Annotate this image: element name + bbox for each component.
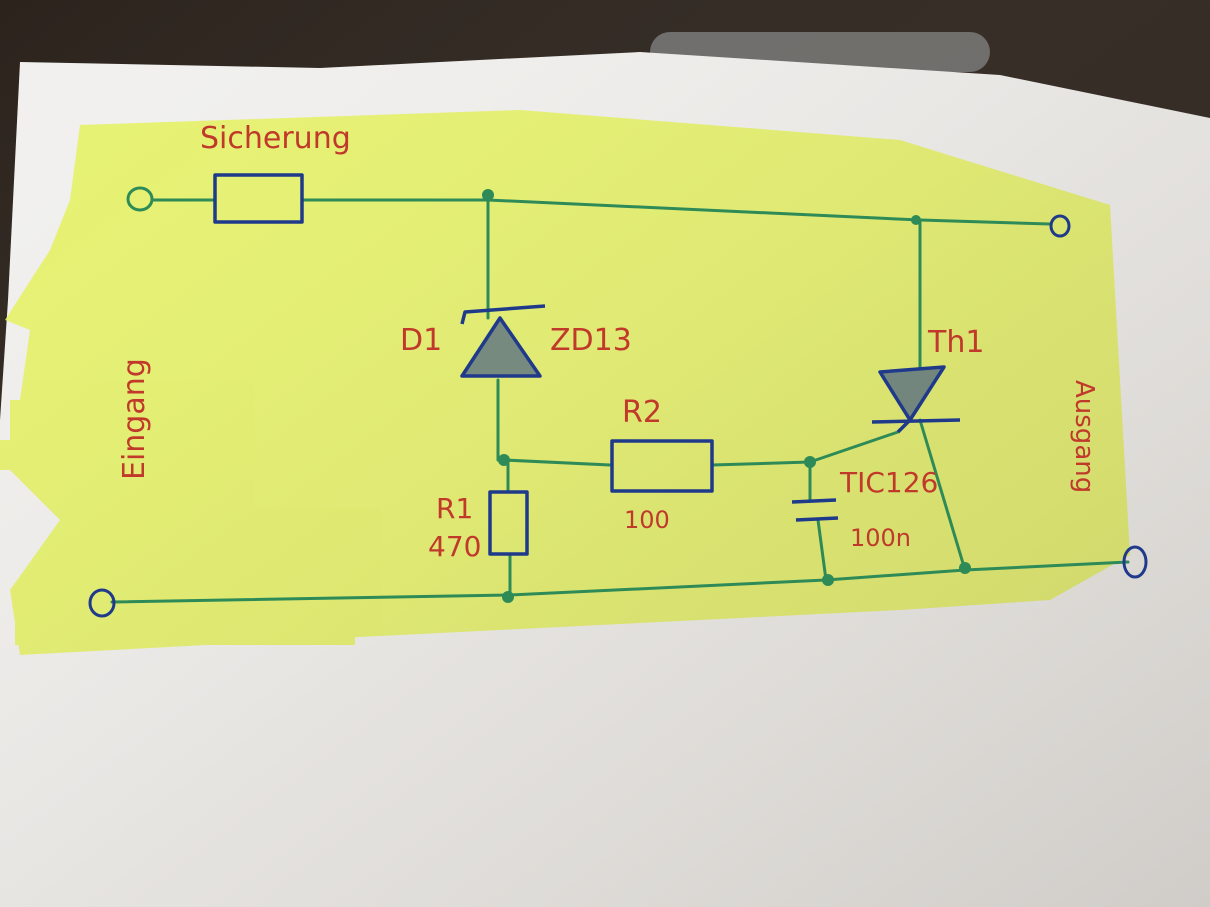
wire-thyristor-bottom [918,418,967,572]
thyristor-symbol [871,365,961,434]
label-fuse: Sicherung [200,121,351,156]
junction-dot [482,189,494,201]
junctions [482,189,971,603]
wire-top-rail [300,198,1052,226]
output-terminal-top [1049,214,1071,238]
input-terminal-top [126,186,154,212]
wire-capacitor-bottom [816,518,828,582]
terminals [88,186,1148,618]
junction-dot [804,456,816,468]
label-r1-value: 470 [428,530,481,563]
label-r2-value: 100 [624,506,670,534]
wire-node-r2 [502,458,612,467]
output-terminal-bottom [1122,545,1148,579]
label-r2-name: R2 [622,395,662,430]
r1-symbol [488,490,529,556]
label-input: Eingang [117,358,152,480]
junction-dot [822,574,834,586]
junction-dot [911,215,921,225]
junction-dot [502,591,514,603]
labels: Sicherung Eingang Ausgang D1 ZD13 R1 470… [117,121,1099,563]
r2-symbol [610,439,714,493]
capacitor-symbol [791,498,839,522]
label-thyristor-type: TIC126 [839,466,938,499]
junction-dot [959,562,971,574]
label-zener-name: D1 [400,323,442,358]
label-thyristor-name: Th1 [927,325,984,360]
wire-r2-gate [710,460,812,467]
input-terminal-bottom [88,588,116,618]
junction-dot [498,454,510,466]
components [213,173,961,556]
label-r1-name: R1 [436,492,473,525]
label-zener-value: ZD13 [550,323,632,358]
label-output: Ausgang [1069,380,1099,493]
fuse-symbol [213,173,304,224]
label-capacitor-value: 100n [850,524,911,552]
zener-symbol [460,304,546,378]
wire-gate-thyristor [808,430,900,464]
